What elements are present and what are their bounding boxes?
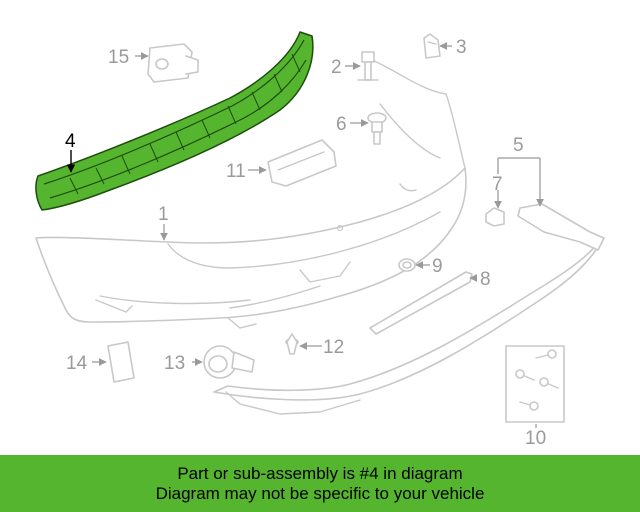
- bracket-part-11: [267, 139, 337, 187]
- callout-7: 7: [492, 174, 503, 195]
- sensor-bracket-part-15: [147, 43, 199, 83]
- clip-part-7: [485, 207, 505, 227]
- callout-11: 11: [226, 161, 246, 182]
- energy-absorber-part-4[interactable]: [35, 31, 314, 211]
- callout-6: 6: [336, 114, 347, 135]
- push-pin-part-12: [285, 333, 299, 355]
- callout-15: 15: [108, 47, 129, 68]
- callout-2: 2: [331, 57, 342, 78]
- leader-lines: [66, 42, 544, 428]
- callout-9: 9: [432, 256, 443, 277]
- banner-line-disclaimer: Diagram may not be specific to your vehi…: [155, 483, 485, 503]
- callout-8: 8: [480, 269, 491, 290]
- callout-3: 3: [456, 37, 467, 58]
- bolt-part-2: [357, 51, 379, 81]
- callout-14: 14: [66, 353, 88, 374]
- clip-part-3: [423, 33, 441, 59]
- lower-valance-part-5: [213, 203, 605, 415]
- grommet-part-9: [398, 258, 416, 272]
- callout-4[interactable]: 4: [65, 131, 76, 152]
- banner-line-part-info: Part or sub-assembly is #4 in diagram: [177, 463, 463, 483]
- bumper-cover-part-1: [35, 59, 467, 329]
- parking-sensor-part-13: [203, 345, 255, 379]
- parts-diagram: 15 2 3 4 6 11 5 7 1 9 8 12 13 14 10: [35, 31, 605, 449]
- molding-part-8: [369, 271, 473, 335]
- callout-5: 5: [513, 135, 524, 156]
- callout-12: 12: [323, 337, 344, 358]
- callout-1: 1: [158, 204, 169, 225]
- fastener-kit-part-10: [505, 345, 565, 423]
- callout-10: 10: [525, 428, 546, 449]
- callout-13: 13: [164, 353, 185, 374]
- info-banner: Part or sub-assembly is #4 in diagram Di…: [0, 455, 640, 512]
- bolt-washer-part-6: [367, 112, 387, 145]
- sensor-cover-part-14: [107, 341, 135, 383]
